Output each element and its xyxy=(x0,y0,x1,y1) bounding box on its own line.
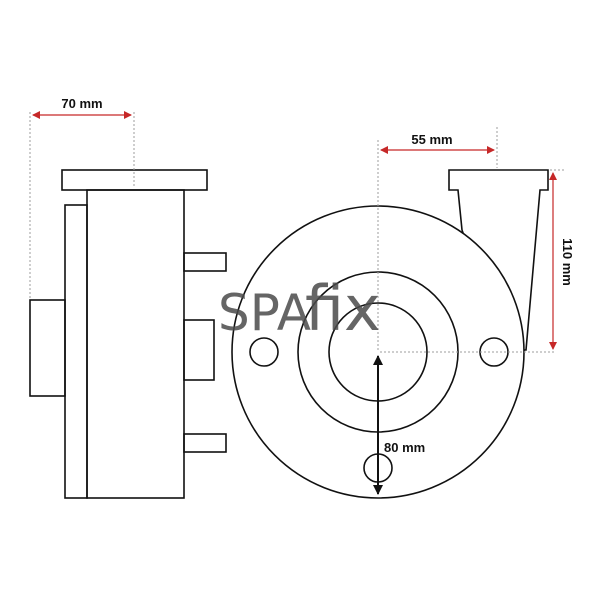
dimension-70mm: 70 mm xyxy=(32,96,132,119)
dimension-label-110: 110 mm xyxy=(560,238,575,286)
dimension-label-55: 55 mm xyxy=(411,132,452,147)
side-view-stud-bottom xyxy=(183,433,227,453)
side-view-motor-boss xyxy=(29,299,66,397)
side-view-back-plate xyxy=(64,204,88,499)
side-view-guides xyxy=(29,112,135,300)
side-view-body xyxy=(86,189,185,499)
dimension-label-70: 70 mm xyxy=(61,96,102,111)
front-view-guides xyxy=(377,127,566,353)
dimension-80mm: 80 mm xyxy=(373,355,425,495)
dimension-110mm: 110 mm xyxy=(549,172,575,350)
side-view-center-boss xyxy=(183,319,215,381)
side-view-stud-top xyxy=(183,252,227,272)
logo-text-spa: SPA xyxy=(218,284,311,342)
dimension-55mm: 55 mm xyxy=(380,132,495,154)
logo-text-fix: fix xyxy=(305,272,381,345)
front-view xyxy=(231,169,549,499)
front-view-bolt-hole-left xyxy=(249,337,279,367)
spafix-watermark-logo: SPA fix xyxy=(218,272,381,345)
side-view xyxy=(29,169,227,499)
dimension-label-80: 80 mm xyxy=(384,440,425,455)
